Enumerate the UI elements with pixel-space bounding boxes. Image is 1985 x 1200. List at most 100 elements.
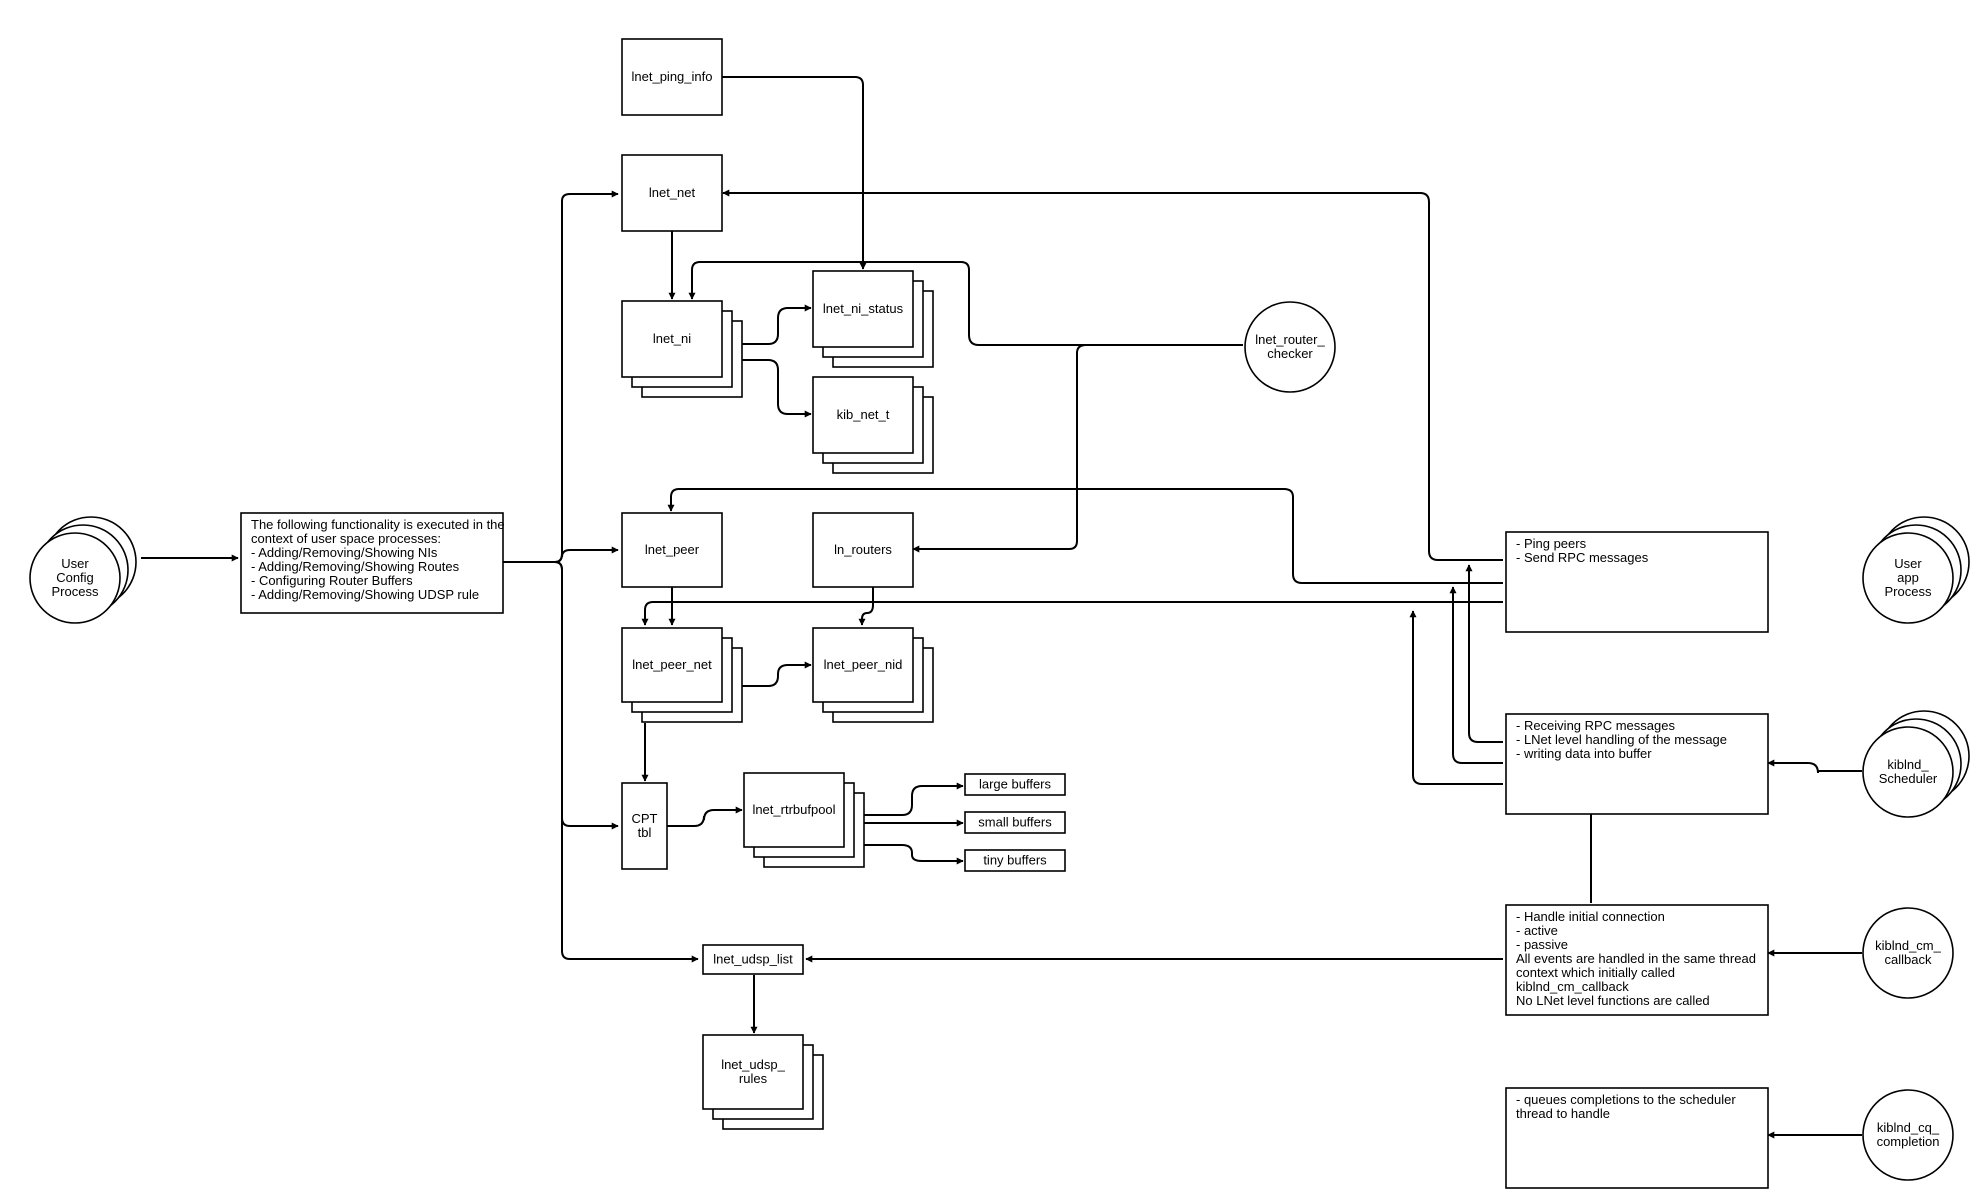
node-label: - passive bbox=[1516, 937, 1568, 952]
edge-ping-desc-to-peer-net bbox=[641, 601, 1503, 626]
node-ping-rpc-desc: - Ping peers- Send RPC messages bbox=[1505, 531, 1769, 633]
node-shape bbox=[621, 154, 723, 232]
node-label: lnet_router_ bbox=[1255, 332, 1325, 347]
node-config-desc: The following functionality is executed … bbox=[240, 512, 505, 614]
node-receive-desc: - Receiving RPC messages- LNet level han… bbox=[1505, 713, 1769, 815]
edges bbox=[141, 76, 1862, 1139]
node-shape bbox=[1862, 532, 1954, 624]
node-label: tiny buffers bbox=[983, 853, 1047, 868]
node-label: - Adding/Removing/Showing UDSP rule bbox=[251, 587, 479, 602]
node-label: User bbox=[61, 556, 89, 571]
node-shape bbox=[702, 1034, 804, 1110]
node-kiblnd-cq-completion: kiblnd_cq_completion bbox=[1862, 1089, 1954, 1181]
node-label: lnet_udsp_ bbox=[721, 1057, 785, 1072]
node-label: lnet_peer bbox=[645, 542, 700, 557]
node-shape bbox=[812, 512, 914, 588]
node-label: Process bbox=[52, 584, 99, 599]
node-label: - Adding/Removing/Showing Routes bbox=[251, 559, 460, 574]
node-kib-net-t: kib_net_t bbox=[812, 376, 934, 474]
node-label: large buffers bbox=[979, 777, 1052, 792]
node-label: - LNet level handling of the message bbox=[1516, 732, 1727, 747]
node-lnet-net: lnet_net bbox=[621, 154, 723, 232]
node-label: kib_net_t bbox=[837, 407, 890, 422]
node-label: - active bbox=[1516, 923, 1558, 938]
node-shape bbox=[621, 300, 723, 378]
node-shape bbox=[702, 944, 804, 975]
node-label: small buffers bbox=[978, 815, 1052, 830]
node-shape bbox=[1505, 713, 1769, 815]
node-lnet-peer: lnet_peer bbox=[621, 512, 723, 588]
node-completion-desc: - queues completions to the schedulerthr… bbox=[1505, 1087, 1769, 1189]
node-label: tbl bbox=[638, 825, 652, 840]
edge-ping-desc-to-lnet-peer bbox=[667, 488, 1503, 584]
node-label: - Receiving RPC messages bbox=[1516, 718, 1675, 733]
node-shape bbox=[812, 270, 914, 348]
node-shape bbox=[1505, 1087, 1769, 1189]
node-label: User bbox=[1894, 556, 1922, 571]
node-shape bbox=[240, 512, 504, 614]
node-lnet-rtrbufpool: lnet_rtrbufpool bbox=[743, 772, 865, 868]
node-label: lnet_rtrbufpool bbox=[752, 802, 835, 817]
node-shape bbox=[1244, 301, 1336, 393]
node-label: lnet_ni bbox=[653, 331, 691, 346]
node-shape bbox=[621, 627, 723, 703]
edge-receive-to-ping-c bbox=[1465, 564, 1503, 743]
node-shape bbox=[621, 512, 723, 588]
edge-ping-info-to-ni-status bbox=[722, 76, 867, 270]
node-label: - Send RPC messages bbox=[1516, 550, 1649, 565]
node-label: context of user space processes: bbox=[251, 531, 441, 546]
node-label: app bbox=[1897, 570, 1919, 585]
node-label: - Ping peers bbox=[1516, 536, 1587, 551]
node-lnet-ni-status: lnet_ni_status bbox=[812, 270, 934, 368]
node-shape bbox=[964, 849, 1066, 872]
node-label: callback bbox=[1885, 952, 1932, 967]
node-label: No LNet level functions are called bbox=[1516, 993, 1710, 1008]
node-shape bbox=[964, 811, 1066, 834]
node-shape bbox=[621, 38, 723, 116]
node-small-buffers: small buffers bbox=[964, 811, 1066, 834]
node-lnet-ni: lnet_ni bbox=[621, 300, 743, 398]
node-label: - Configuring Router Buffers bbox=[251, 573, 413, 588]
node-connection-desc: - Handle initial connection - active - p… bbox=[1505, 904, 1769, 1016]
node-lnet-ping-info: lnet_ping_info bbox=[621, 38, 723, 116]
node-label: lnet_net bbox=[649, 185, 696, 200]
node-ln-routers: ln_routers bbox=[812, 512, 914, 588]
edge-rtrbufpool-to-large bbox=[862, 782, 964, 816]
edge-desc-to-cpt-tbl bbox=[503, 561, 619, 830]
edge-desc-to-udsp-list bbox=[503, 561, 699, 963]
edge-router-checker-to-ni bbox=[688, 261, 1243, 346]
node-label: CPT bbox=[632, 811, 658, 826]
node-label: Process bbox=[1885, 584, 1932, 599]
node-shape bbox=[812, 627, 914, 703]
node-label: - Handle initial connection bbox=[1516, 909, 1665, 924]
node-label: kiblnd_ bbox=[1887, 757, 1929, 772]
node-shape bbox=[1862, 726, 1954, 818]
node-label: Scheduler bbox=[1879, 771, 1938, 786]
edge-scheduler-to-receive bbox=[1767, 759, 1862, 774]
node-kiblnd-scheduler: kiblnd_Scheduler bbox=[1862, 710, 1970, 818]
edge-ping-desc-to-lnet-net bbox=[722, 189, 1503, 561]
node-kiblnd-cm-callback: kiblnd_cm_callback bbox=[1862, 907, 1954, 999]
node-shape bbox=[1505, 904, 1769, 1016]
node-label: kiblnd_cm_ bbox=[1875, 938, 1942, 953]
node-label: lnet_ping_info bbox=[632, 69, 713, 84]
node-label: - Adding/Removing/Showing NIs bbox=[251, 545, 438, 560]
node-label: lnet_peer_net bbox=[632, 657, 712, 672]
edge-ni-to-ni-status bbox=[742, 304, 812, 345]
node-label: thread to handle bbox=[1516, 1106, 1610, 1121]
node-label: - queues completions to the scheduler bbox=[1516, 1092, 1736, 1107]
edge-cpt-to-rtrbufpool bbox=[667, 806, 743, 827]
edge-ln-routers-to-peer-nid bbox=[858, 587, 874, 626]
node-label: context which initially called bbox=[1516, 965, 1675, 980]
node-lnet-udsp-rules: lnet_udsp_rules bbox=[702, 1034, 824, 1130]
edge-rtrbufpool-to-tiny bbox=[862, 844, 964, 865]
node-shape bbox=[964, 773, 1066, 796]
node-label: rules bbox=[739, 1071, 768, 1086]
edge-ni-to-kib-net bbox=[742, 359, 812, 418]
node-label: kiblnd_cq_ bbox=[1877, 1120, 1940, 1135]
edge-receive-to-ping-a bbox=[1409, 610, 1503, 785]
edge-desc-to-lnet-net bbox=[503, 190, 619, 563]
node-shape bbox=[743, 772, 845, 848]
